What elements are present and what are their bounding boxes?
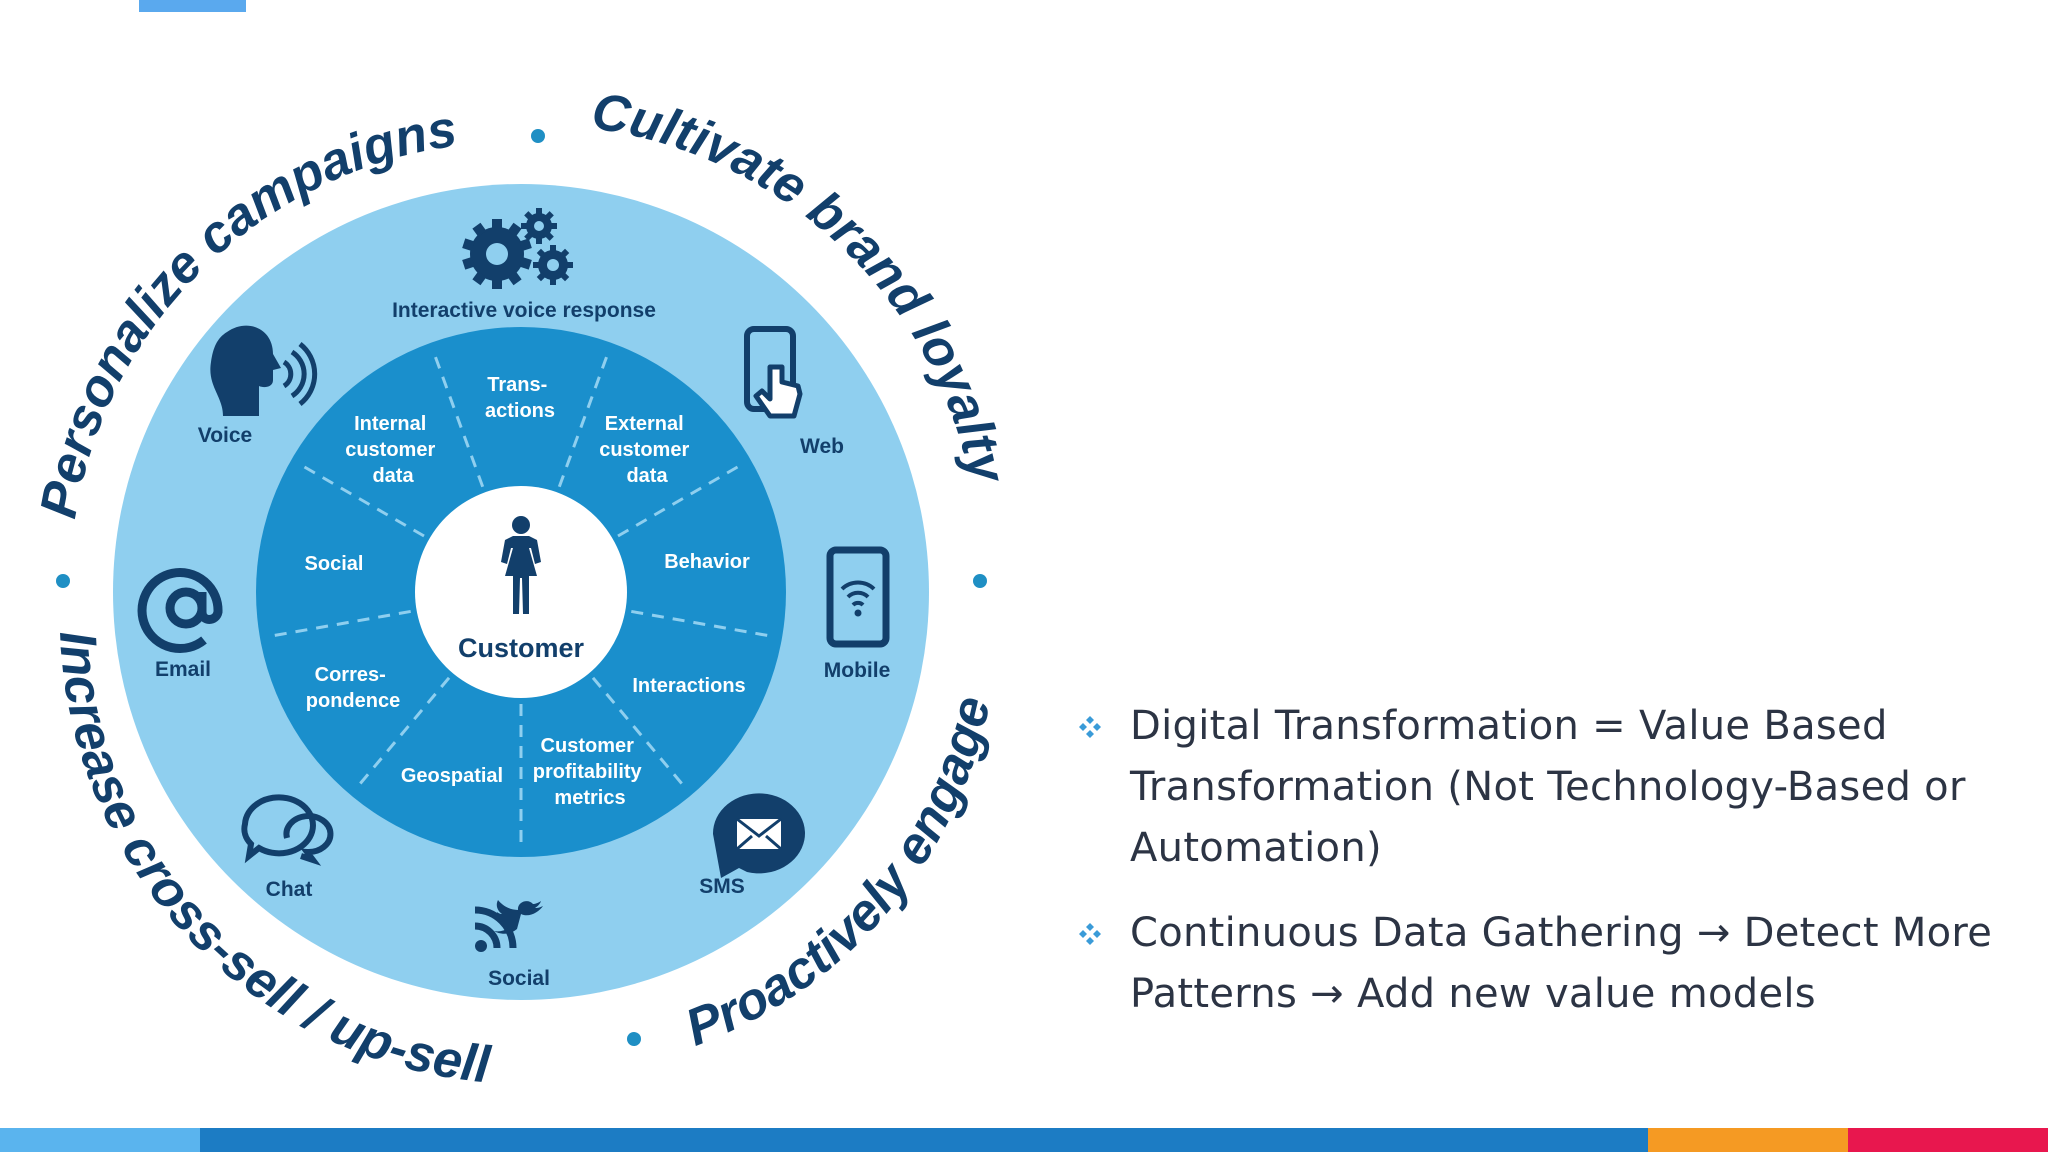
data-source-correspondence-line-2: pondence <box>306 690 400 712</box>
gear-tooth <box>560 248 570 258</box>
channel-label-sms: SMS <box>699 875 745 898</box>
separator-dot-top <box>531 129 545 143</box>
segment-dividers <box>266 349 776 850</box>
gear-tooth <box>550 223 557 229</box>
chat-bubbles-icon <box>241 794 334 866</box>
gear-tooth <box>462 238 475 252</box>
gear-tooth <box>533 262 540 268</box>
segment-divider-line <box>557 349 611 488</box>
data-source-correspondence: Corres- pondence <box>306 664 400 712</box>
channel-label-social: Social <box>488 967 550 990</box>
bullet-text: Digital Transformation = Value Based Tra… <box>1130 703 1966 871</box>
data-source-external-line-3: data <box>626 465 668 487</box>
diamond-bullet-icon <box>1079 716 1101 738</box>
data-source-interactions: Interactions <box>632 675 745 697</box>
data-source-geospatial-line-1: Geospatial <box>401 765 503 787</box>
data-source-external-line-2: customer <box>599 439 689 461</box>
gear-tooth <box>544 231 554 241</box>
footer-bar-segment-1 <box>0 1128 200 1152</box>
separator-dot-bottom <box>627 1032 641 1046</box>
segment-divider-line <box>591 676 688 791</box>
data-source-internal-line-3: data <box>372 465 414 487</box>
data-source-internal-customer-data: Internal customer data <box>345 413 441 487</box>
gear-tooth <box>519 256 532 270</box>
top-accent-bar <box>139 0 246 12</box>
gear-tooth <box>544 211 554 221</box>
separator-dot-left <box>56 574 70 588</box>
customer-label: Customer <box>458 633 585 663</box>
data-source-profitability-line-2: profitability <box>533 761 643 783</box>
footer-bar-segment-2 <box>200 1128 1648 1152</box>
data-source-profitability-line-3: metrics <box>554 787 625 809</box>
gear-tooth <box>492 219 502 229</box>
gear-tooth <box>524 211 534 221</box>
customer-data-wheel-diagram: Personalize campaigns Cultivate brand lo… <box>29 82 1017 1094</box>
gear-tooth <box>462 256 475 270</box>
data-source-geospatial: Geospatial <box>401 765 503 787</box>
segment-divider-line <box>431 349 485 488</box>
gear-tooth <box>566 262 573 268</box>
data-source-interactions-line-1: Interactions <box>632 675 745 697</box>
segment-divider-line <box>296 461 425 538</box>
channel-label-email: Email <box>155 658 211 681</box>
diamond-bullet-icon <box>1079 923 1101 945</box>
gear-tooth <box>492 279 502 289</box>
tablet-touch-icon <box>744 326 803 419</box>
gear-tooth <box>560 272 570 282</box>
data-source-internal-line-1: Internal <box>354 413 426 435</box>
data-source-transactions-line-1: Trans- <box>487 374 547 396</box>
gear-tooth <box>519 238 532 252</box>
segment-divider-line <box>617 461 746 538</box>
bullet-list: Digital Transformation = Value Based Tra… <box>1065 696 2025 1049</box>
data-source-correspondence-line-1: Corres- <box>315 664 386 686</box>
data-source-profitability-line-1: Customer <box>541 735 635 757</box>
data-source-external-customer-data: External customer data <box>599 413 695 487</box>
bullet-text: Continuous Data Gathering → Detect More … <box>1130 910 1993 1017</box>
data-source-internal-line-2: customer <box>345 439 435 461</box>
segment-divider-line <box>631 609 776 639</box>
customer-circle <box>415 486 627 698</box>
envelope-bubble-icon <box>712 793 805 878</box>
gear-tooth <box>507 271 522 286</box>
gear-tooth <box>550 245 556 252</box>
bullet-item: Continuous Data Gathering → Detect More … <box>1065 903 2025 1025</box>
gear-tooth <box>536 208 542 215</box>
at-sign-icon <box>137 568 223 654</box>
data-source-transactions-line-2: actions <box>485 400 555 422</box>
channel-label-voice: Voice <box>198 424 252 447</box>
channel-label-ivr: Interactive voice response <box>392 299 656 322</box>
person-icon <box>501 516 541 614</box>
channel-label-web: Web <box>800 435 844 458</box>
data-source-customer-profitability: Customer profitability metrics <box>533 735 647 809</box>
channel-label-chat: Chat <box>266 878 313 901</box>
gear-tooth <box>472 271 487 286</box>
footer-bar-segment-3 <box>1648 1128 1848 1152</box>
gear-tooth <box>524 231 534 241</box>
gear-tooth <box>536 237 542 244</box>
gear-tooth <box>521 223 528 229</box>
gears-icon <box>462 208 573 289</box>
speaking-head-icon <box>210 325 318 416</box>
separator-dot-right <box>973 574 987 588</box>
gear-tooth <box>550 278 556 285</box>
data-source-external-line-1: External <box>605 413 684 435</box>
channel-label-mobile: Mobile <box>824 659 891 682</box>
gear-tooth <box>507 222 522 237</box>
segment-divider-line <box>354 676 451 791</box>
data-source-social-line-1: Social <box>305 553 364 575</box>
gear-tooth <box>536 248 546 258</box>
gear-tooth <box>472 222 487 237</box>
data-source-social: Social <box>305 553 364 575</box>
bullet-item: Digital Transformation = Value Based Tra… <box>1065 696 2025 879</box>
gear-tooth <box>536 272 546 282</box>
data-source-behavior: Behavior <box>664 551 750 573</box>
rss-twitter-icon <box>474 900 543 952</box>
data-source-transactions: Trans- actions <box>485 374 555 422</box>
mobile-wifi-icon <box>826 546 890 648</box>
segment-divider-line <box>266 609 411 639</box>
data-source-behavior-line-1: Behavior <box>664 551 750 573</box>
footer-bar-segment-4 <box>1848 1128 2048 1152</box>
